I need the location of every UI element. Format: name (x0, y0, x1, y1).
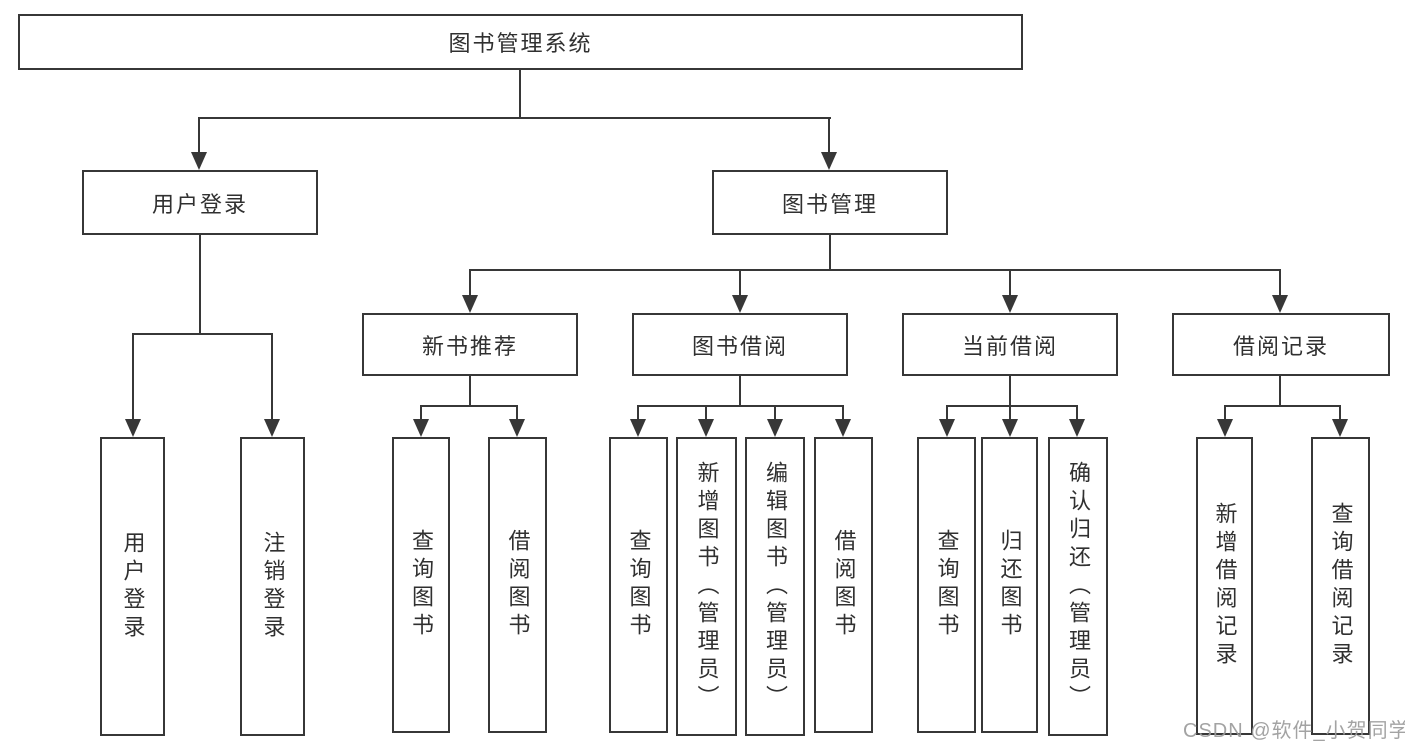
arrowhead-down-icon (939, 419, 955, 437)
node-user-login-label: 用户登录 (151, 191, 248, 217)
node-borrow-records: 借阅记录 (1172, 313, 1390, 376)
leaf-current-query-book-label: 查询图书 (934, 529, 960, 641)
arrowhead-down-icon (821, 152, 837, 170)
connector-line (637, 405, 639, 421)
connector-line (842, 405, 844, 421)
leaf-newrec-query-book: 查询图书 (392, 437, 450, 733)
arrowhead-down-icon (125, 419, 141, 437)
connector-line (420, 405, 518, 407)
arrowhead-down-icon (1069, 419, 1085, 437)
connector-line (1224, 405, 1226, 421)
connector-line (469, 376, 471, 407)
node-book-borrow: 图书借阅 (632, 313, 848, 376)
arrowhead-down-icon (462, 295, 478, 313)
connector-line (1339, 405, 1341, 421)
arrowhead-down-icon (264, 419, 280, 437)
leaf-borrow-borrow-book-label: 借阅图书 (831, 529, 857, 641)
connector-line (1009, 269, 1011, 297)
connector-line (199, 235, 201, 335)
arrowhead-down-icon (1217, 419, 1233, 437)
node-root: 图书管理系统 (18, 14, 1023, 70)
leaf-records-query-record-label: 查询借阅记录 (1328, 502, 1354, 670)
connector-line (519, 70, 521, 118)
connector-line (1009, 405, 1011, 421)
node-root-label: 图书管理系统 (448, 31, 593, 56)
leaf-current-return-book-label: 归还图书 (997, 529, 1023, 641)
leaf-records-add-record-label: 新增借阅记录 (1212, 502, 1238, 670)
leaf-current-return-book: 归还图书 (981, 437, 1038, 733)
node-borrow-records-label: 借阅记录 (1232, 333, 1329, 359)
arrowhead-down-icon (509, 419, 525, 437)
connector-line (739, 376, 741, 407)
connector-line (132, 333, 134, 421)
leaf-records-add-record: 新增借阅记录 (1196, 437, 1253, 735)
leaf-newrec-query-book-label: 查询图书 (409, 529, 434, 641)
connector-line (774, 405, 776, 421)
connector-line (946, 405, 948, 421)
arrowhead-down-icon (630, 419, 646, 437)
arrowhead-down-icon (191, 152, 207, 170)
leaf-records-query-record: 查询借阅记录 (1311, 437, 1370, 735)
leaf-borrow-query-book-label: 查询图书 (626, 529, 652, 641)
connector-line (1076, 405, 1078, 421)
connector-line (1009, 376, 1011, 407)
leaf-current-query-book: 查询图书 (917, 437, 976, 733)
arrowhead-down-icon (1002, 295, 1018, 313)
node-current-borrow: 当前借阅 (902, 313, 1118, 376)
connector-line (946, 405, 1078, 407)
leaf-borrow-edit-book-admin: 编辑图书（管理员） (745, 437, 805, 736)
connector-line (1279, 269, 1281, 297)
arrowhead-down-icon (413, 419, 429, 437)
arrowhead-down-icon (732, 295, 748, 313)
arrowhead-down-icon (698, 419, 714, 437)
leaf-current-confirm-return-admin-label: 确认归还（管理员） (1066, 460, 1091, 713)
connector-line (637, 405, 844, 407)
connector-line (469, 269, 471, 297)
connector-line (132, 333, 272, 335)
leaf-borrow-add-book-admin: 新增图书（管理员） (676, 437, 737, 736)
node-book-management-label: 图书管理 (781, 191, 878, 217)
connector-line (739, 269, 741, 297)
node-new-book-recommend-label: 新书推荐 (421, 333, 518, 359)
arrowhead-down-icon (767, 419, 783, 437)
arrowhead-down-icon (1002, 419, 1018, 437)
node-user-login: 用户登录 (82, 170, 318, 235)
leaf-borrow-add-book-admin-label: 新增图书（管理员） (694, 460, 720, 713)
arrowhead-down-icon (1332, 419, 1348, 437)
connector-line (829, 235, 831, 271)
leaf-borrow-query-book: 查询图书 (609, 437, 668, 733)
leaf-borrow-edit-book-admin-label: 编辑图书（管理员） (763, 460, 788, 713)
leaf-newrec-borrow-book: 借阅图书 (488, 437, 547, 733)
leaf-user-login: 用户登录 (100, 437, 165, 736)
leaf-logout-label: 注销登录 (260, 530, 286, 643)
connector-line (198, 117, 831, 119)
node-book-borrow-label: 图书借阅 (691, 333, 788, 359)
node-book-management: 图书管理 (712, 170, 948, 235)
node-current-borrow-label: 当前借阅 (961, 333, 1058, 359)
connector-line (1224, 405, 1341, 407)
connector-line (1279, 376, 1281, 407)
csdn-watermark: CSDN @软件_小贺同学 (1183, 720, 1405, 742)
connector-line (828, 117, 830, 154)
connector-line (705, 405, 707, 421)
arrowhead-down-icon (835, 419, 851, 437)
connector-line (271, 333, 273, 421)
connector-line (516, 405, 518, 421)
leaf-borrow-borrow-book: 借阅图书 (814, 437, 873, 733)
connector-line (469, 269, 1281, 271)
arrowhead-down-icon (1272, 295, 1288, 313)
leaf-user-login-label: 用户登录 (120, 530, 146, 643)
leaf-logout: 注销登录 (240, 437, 305, 736)
node-new-book-recommend: 新书推荐 (362, 313, 578, 376)
leaf-newrec-borrow-book-label: 借阅图书 (505, 529, 531, 641)
leaf-current-confirm-return-admin: 确认归还（管理员） (1048, 437, 1108, 736)
connector-line (198, 117, 200, 154)
connector-line (420, 405, 422, 421)
